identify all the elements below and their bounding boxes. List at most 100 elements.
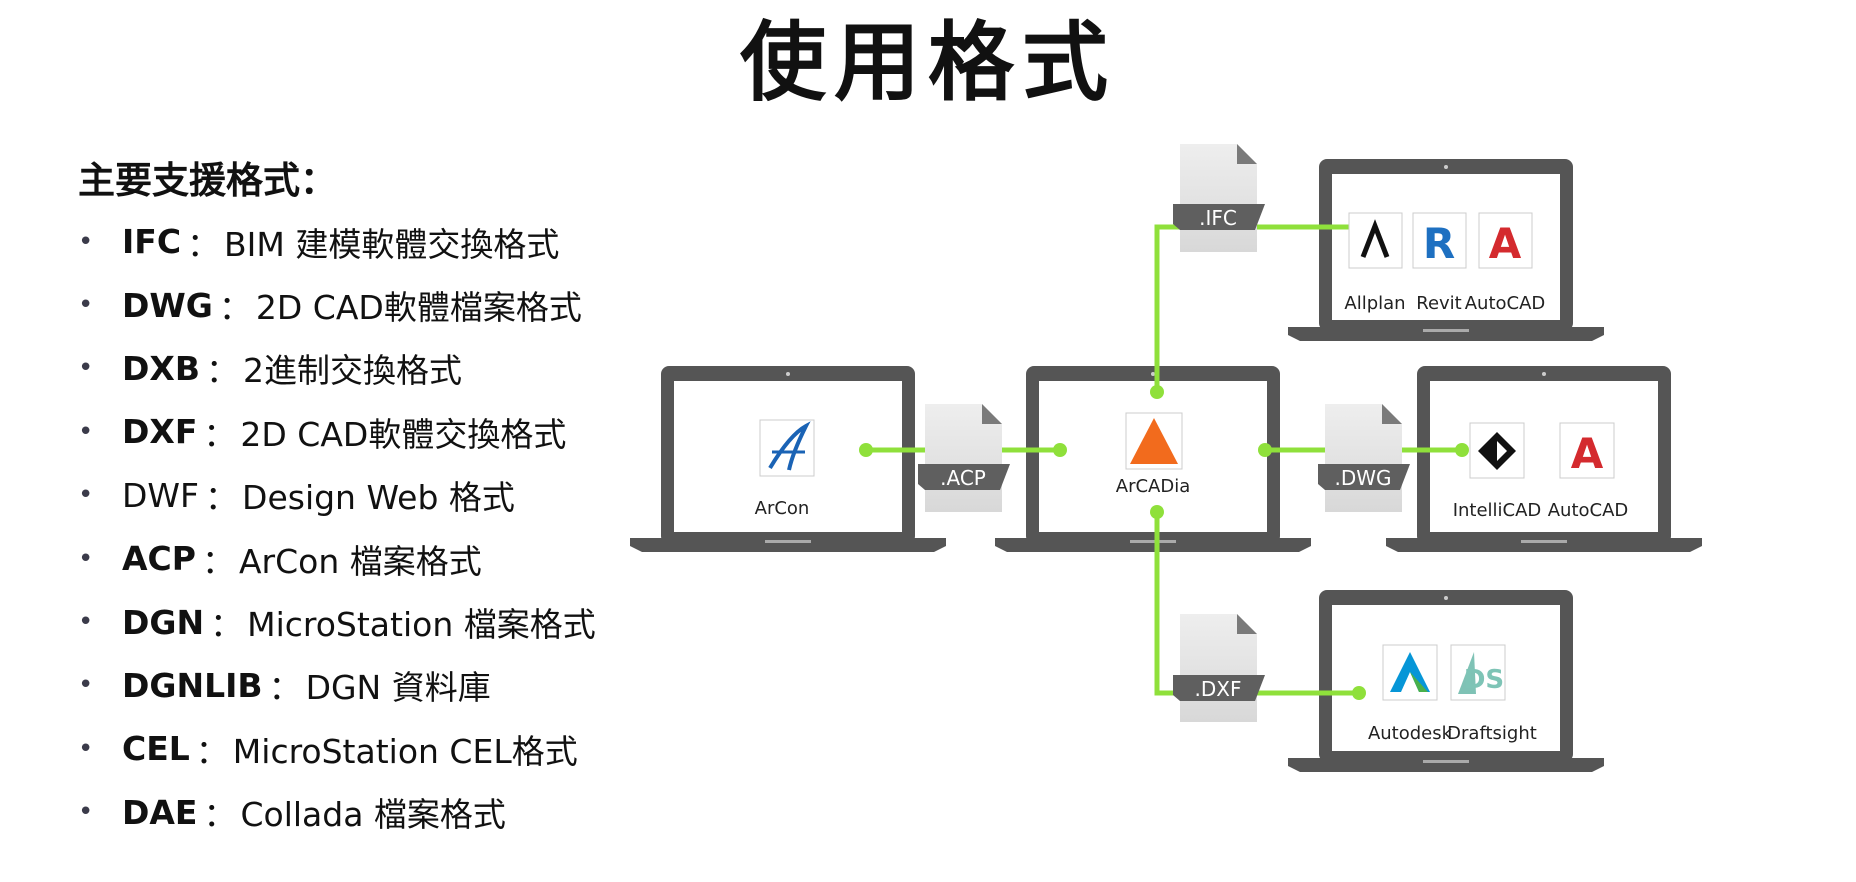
file-tag bbox=[1173, 204, 1265, 230]
list-item: • DXB：2進制交換格式 bbox=[78, 337, 596, 400]
bullet-icon: • bbox=[78, 733, 94, 764]
laptop-notch bbox=[1423, 760, 1469, 763]
connector-dxf bbox=[1154, 512, 1359, 696]
revit-logo-icon: R bbox=[1412, 212, 1467, 269]
file-tag bbox=[918, 464, 1010, 490]
connector-dot bbox=[1455, 443, 1469, 457]
app-label-autocad: AutoCAD bbox=[1465, 293, 1546, 314]
laptop-notch bbox=[1521, 540, 1567, 543]
format-desc: 2D CAD軟體交換格式 bbox=[240, 414, 567, 454]
list-item: •DXF：2D CAD軟體交換格式 bbox=[78, 400, 596, 463]
draftsight-glyph-letter: DS bbox=[1464, 665, 1504, 695]
node-label-arcadia: ArCADia bbox=[1116, 476, 1191, 497]
camera-dot bbox=[786, 372, 790, 376]
laptop-base bbox=[1288, 327, 1604, 341]
autocad-glyph: A bbox=[1571, 429, 1604, 478]
autodesk-logo-icon bbox=[1382, 644, 1438, 701]
file-tag-label: .ACP bbox=[940, 466, 986, 490]
format-desc: MicroStation CEL格式 bbox=[232, 731, 578, 771]
formats-heading: 主要支援格式： bbox=[78, 159, 337, 202]
file-tag-label: .DWG bbox=[1334, 466, 1391, 490]
connector-ifc bbox=[1154, 224, 1359, 392]
camera-dot bbox=[1151, 372, 1155, 376]
laptop-dxf-apps bbox=[1288, 590, 1604, 772]
format-desc: DGN 資料庫 bbox=[305, 668, 491, 708]
laptop-base bbox=[630, 538, 946, 552]
file-corner bbox=[1382, 404, 1402, 424]
laptop-screen bbox=[1430, 381, 1658, 532]
format-desc: ArCon 檔案格式 bbox=[238, 541, 482, 581]
connector-dot bbox=[859, 443, 873, 457]
arcadia-glyph bbox=[1130, 418, 1178, 464]
bullet-icon: • bbox=[78, 353, 94, 384]
connector-dot bbox=[1150, 385, 1164, 399]
connector-dot bbox=[1053, 443, 1067, 457]
separator: ： bbox=[203, 795, 237, 835]
intellicad-logo-icon bbox=[1469, 422, 1525, 479]
format-code: DGNLIB bbox=[122, 665, 263, 705]
bullet-icon: • bbox=[78, 543, 94, 574]
format-list: •IFC：BIM 建模軟體交換格式 •DWG：2D CAD軟體檔案格式 •DXB… bbox=[78, 210, 596, 844]
app-label-revit: Revit bbox=[1416, 293, 1461, 314]
file-corner bbox=[982, 404, 1002, 424]
format-code: DWG bbox=[122, 285, 213, 325]
format-desc: 2D CAD軟體檔案格式 bbox=[255, 288, 582, 328]
separator: ： bbox=[201, 541, 235, 581]
intellicad-glyph-inner bbox=[1497, 441, 1507, 461]
bullet-icon: • bbox=[78, 226, 94, 257]
app-label-intellicad: IntelliCAD bbox=[1453, 500, 1542, 521]
page-title: 使用格式 bbox=[740, 13, 1116, 113]
draftsight-glyph bbox=[1458, 652, 1476, 694]
revit-glyph: R bbox=[1423, 219, 1455, 268]
bullet-icon: • bbox=[78, 797, 94, 828]
separator: ： bbox=[195, 731, 229, 771]
logo-tile bbox=[1559, 422, 1615, 479]
bullet-icon: • bbox=[78, 290, 94, 321]
node-label-arcon: ArCon bbox=[755, 498, 810, 519]
format-desc: BIM 建模軟體交換格式 bbox=[224, 224, 560, 264]
bullet-icon: • bbox=[78, 670, 94, 701]
file-tag-label: .IFC bbox=[1199, 206, 1237, 230]
format-code: IFC bbox=[122, 222, 182, 262]
list-item: •DAE：Collada 檔案格式 bbox=[78, 781, 596, 844]
camera-dot bbox=[1444, 596, 1448, 600]
laptop-notch bbox=[765, 540, 811, 543]
separator: ： bbox=[206, 351, 239, 391]
file-tag-label: .DXF bbox=[1195, 677, 1242, 701]
camera-dot bbox=[1542, 372, 1546, 376]
app-label-allplan: Allplan bbox=[1344, 293, 1405, 314]
separator: ： bbox=[210, 605, 244, 645]
allplan-glyph bbox=[1360, 219, 1390, 258]
file-tag bbox=[1318, 464, 1410, 490]
file-corner bbox=[1237, 144, 1257, 164]
separator: ： bbox=[268, 668, 302, 708]
bullet-icon: • bbox=[78, 416, 94, 447]
format-desc: 2進制交換格式 bbox=[243, 351, 462, 391]
format-code: DXF bbox=[122, 412, 198, 452]
laptop-notch bbox=[1130, 540, 1176, 543]
app-label-autodesk: Autodesk bbox=[1368, 723, 1453, 744]
list-item: •CEL： MicroStation CEL格式 bbox=[78, 717, 596, 780]
laptop-base bbox=[1386, 538, 1702, 552]
separator: ： bbox=[187, 224, 221, 264]
format-code: DAE bbox=[122, 792, 198, 832]
laptop-notch bbox=[1423, 329, 1469, 332]
separator: ： bbox=[218, 288, 252, 328]
format-code: ACP bbox=[122, 539, 196, 579]
format-code: DXB bbox=[122, 348, 200, 388]
bullet-icon: • bbox=[78, 607, 94, 638]
laptop-dwg-apps bbox=[1386, 366, 1702, 552]
draftsight-logo-icon: DS bbox=[1450, 644, 1506, 701]
autocad-logo-icon: A bbox=[1559, 422, 1615, 479]
app-label-autocad: AutoCAD bbox=[1548, 500, 1629, 521]
list-item: •DWF：Design Web 格式 bbox=[78, 464, 596, 527]
file-dxf: .DXF bbox=[1173, 614, 1265, 722]
logo-tile bbox=[1412, 212, 1467, 269]
file-tag bbox=[1173, 675, 1265, 701]
connector-dot bbox=[1352, 686, 1366, 700]
separator: ： bbox=[205, 478, 239, 518]
list-item: • DWG：2D CAD軟體檔案格式 bbox=[78, 273, 596, 336]
file-corner bbox=[1237, 614, 1257, 634]
app-label-draftsight: Draftsight bbox=[1447, 723, 1537, 744]
